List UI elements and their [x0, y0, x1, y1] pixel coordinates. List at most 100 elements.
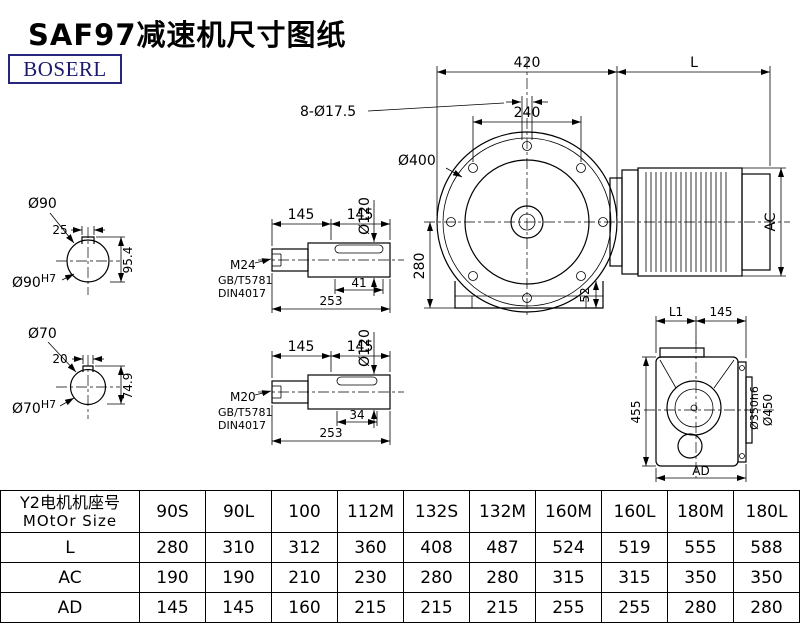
dim-keyway-width: 25 — [52, 223, 67, 237]
dim-center-height: 280 — [412, 253, 428, 280]
dim-overall-height: 455 — [629, 401, 643, 424]
table-cell: 190 — [139, 562, 206, 593]
dim-key-height: 74.9 — [121, 373, 135, 400]
bore-tolerance: H7 — [41, 272, 56, 285]
dim-spigot-diameter: Ø350h6 — [748, 386, 761, 430]
table-cell: 190 — [205, 562, 272, 593]
dim-bore: Ø90H7 — [12, 272, 56, 291]
bore-tolerance: H7 — [41, 398, 56, 411]
column-header: 132S — [403, 490, 470, 533]
housing-circle — [464, 159, 590, 285]
table-cell: 408 — [403, 532, 470, 563]
table-cell: 215 — [403, 592, 470, 623]
front-view: 420 L 240 8-Ø17.5 Ø400 280 52 — [300, 55, 790, 318]
motor-size-table: Y2电机机座号 MOtOr Size 90S 90L 100 112M 132S… — [0, 490, 800, 623]
dim-total-length: 253 — [320, 426, 343, 440]
dim-shaft-dia: Ø120 — [357, 329, 373, 367]
bolt-hole — [522, 141, 532, 151]
lower-boss — [677, 433, 703, 459]
keyway-slot — [336, 376, 378, 386]
dim-keyway-width: 20 — [52, 352, 67, 366]
dim-shaft-dia: Ø120 — [357, 197, 373, 235]
motor-cooling-fins — [645, 172, 727, 272]
brand-logo-text: BOSERL — [23, 56, 107, 81]
dim-bolt-spacing: 240 — [514, 105, 541, 121]
column-header: 180M — [667, 490, 734, 533]
output-hub-circle — [510, 205, 544, 239]
table-cell: 280 — [403, 562, 470, 593]
table-cell: 280 — [469, 562, 536, 593]
brand-logo: BOSERL — [8, 54, 122, 84]
dim-shaft-diameter: Ø90 — [28, 196, 57, 212]
keyway — [82, 365, 94, 372]
row-label: AC — [0, 562, 140, 593]
dim-side-width: 145 — [710, 305, 733, 319]
table-cell: 310 — [205, 532, 272, 563]
dim-length-1: 145 — [288, 207, 315, 223]
shaft-circle — [69, 368, 107, 406]
standard-din: DIN4017 — [218, 287, 266, 300]
bolt-hole — [468, 163, 478, 173]
shaft-circle — [66, 239, 110, 283]
table-cell: 350 — [667, 562, 734, 593]
housing-base — [454, 281, 604, 309]
column-header: 112M — [337, 490, 404, 533]
dim-motor-length: L — [690, 55, 698, 71]
standard-din: DIN4017 — [218, 419, 266, 432]
flange-bolt — [739, 453, 745, 459]
thread-label: M24 — [230, 258, 256, 272]
dim-flange-od: Ø450 — [761, 394, 775, 426]
housing-side-body — [655, 356, 739, 467]
table-row-L: L 280 310 312 360 408 487 524 519 555 58… — [0, 532, 800, 563]
dim-key-height: 95.4 — [121, 247, 135, 274]
flange-bolt — [739, 365, 745, 371]
table-cell: 519 — [601, 532, 668, 563]
dim-length-1: 145 — [288, 339, 315, 355]
table-cell: 280 — [733, 592, 800, 623]
bolt-hole — [576, 163, 586, 173]
column-header: 90L — [205, 490, 272, 533]
table-row-AD: AD 145 145 160 215 215 215 255 255 280 2… — [0, 592, 800, 623]
dim-length-2: 145 — [347, 207, 374, 223]
technical-drawing: 25 Ø90 95.4 Ø90H7 20 Ø70 74.9 — [12, 55, 790, 482]
table-cell: 315 — [535, 562, 602, 593]
bolt-hole — [598, 217, 608, 227]
table-row-AC: AC 190 190 210 230 280 280 315 315 350 3… — [0, 562, 800, 593]
shaft-body — [307, 242, 391, 278]
side-view: L1 145 455 Ø350h6 Ø450 AD — [629, 305, 775, 482]
shaft-end-view-70: 20 Ø70 74.9 Ø70H7 — [12, 326, 135, 419]
keyway-slot — [334, 244, 384, 254]
bolt-hole — [522, 293, 532, 303]
keyway — [81, 236, 95, 244]
dim-foot-height: 52 — [578, 287, 592, 302]
header-cn: Y2电机机座号 — [20, 492, 120, 512]
table-cell: 524 — [535, 532, 602, 563]
dim-bore: Ø70H7 — [12, 398, 56, 417]
table-cell: 145 — [139, 592, 206, 623]
dim-key-length: 34 — [349, 408, 364, 422]
bolt-hole — [576, 271, 586, 281]
table-cell: 255 — [601, 592, 668, 623]
dim-key-length: 41 — [351, 276, 366, 290]
housing-top-cap — [659, 347, 705, 358]
shaft-side-view-m24: 145 145 Ø120 M24 GB/T5781 DIN4017 41 253 — [218, 197, 404, 313]
flange-spigot — [745, 376, 753, 444]
table-cell: 280 — [667, 592, 734, 623]
bore-value: Ø70 — [12, 401, 41, 417]
table-cell: 215 — [469, 592, 536, 623]
shaft-end-view-90: 25 Ø90 95.4 Ø90H7 — [12, 196, 135, 295]
standard-gb: GB/T5781 — [218, 406, 273, 419]
dim-bolt-holes: 8-Ø17.5 — [300, 104, 356, 120]
table-header-row: Y2电机机座号 MOtOr Size 90S 90L 100 112M 132S… — [0, 490, 800, 533]
thread-label: M20 — [230, 390, 256, 404]
table-cell: 315 — [601, 562, 668, 593]
table-cell: 255 — [535, 592, 602, 623]
column-header: 180L — [733, 490, 800, 533]
shaft-body — [307, 374, 391, 410]
table-cell: 360 — [337, 532, 404, 563]
dim-flange-diameter: Ø400 — [398, 153, 436, 169]
bolt-hole — [468, 271, 478, 281]
dim-l1: L1 — [669, 305, 683, 319]
table-cell: 312 — [271, 532, 338, 563]
